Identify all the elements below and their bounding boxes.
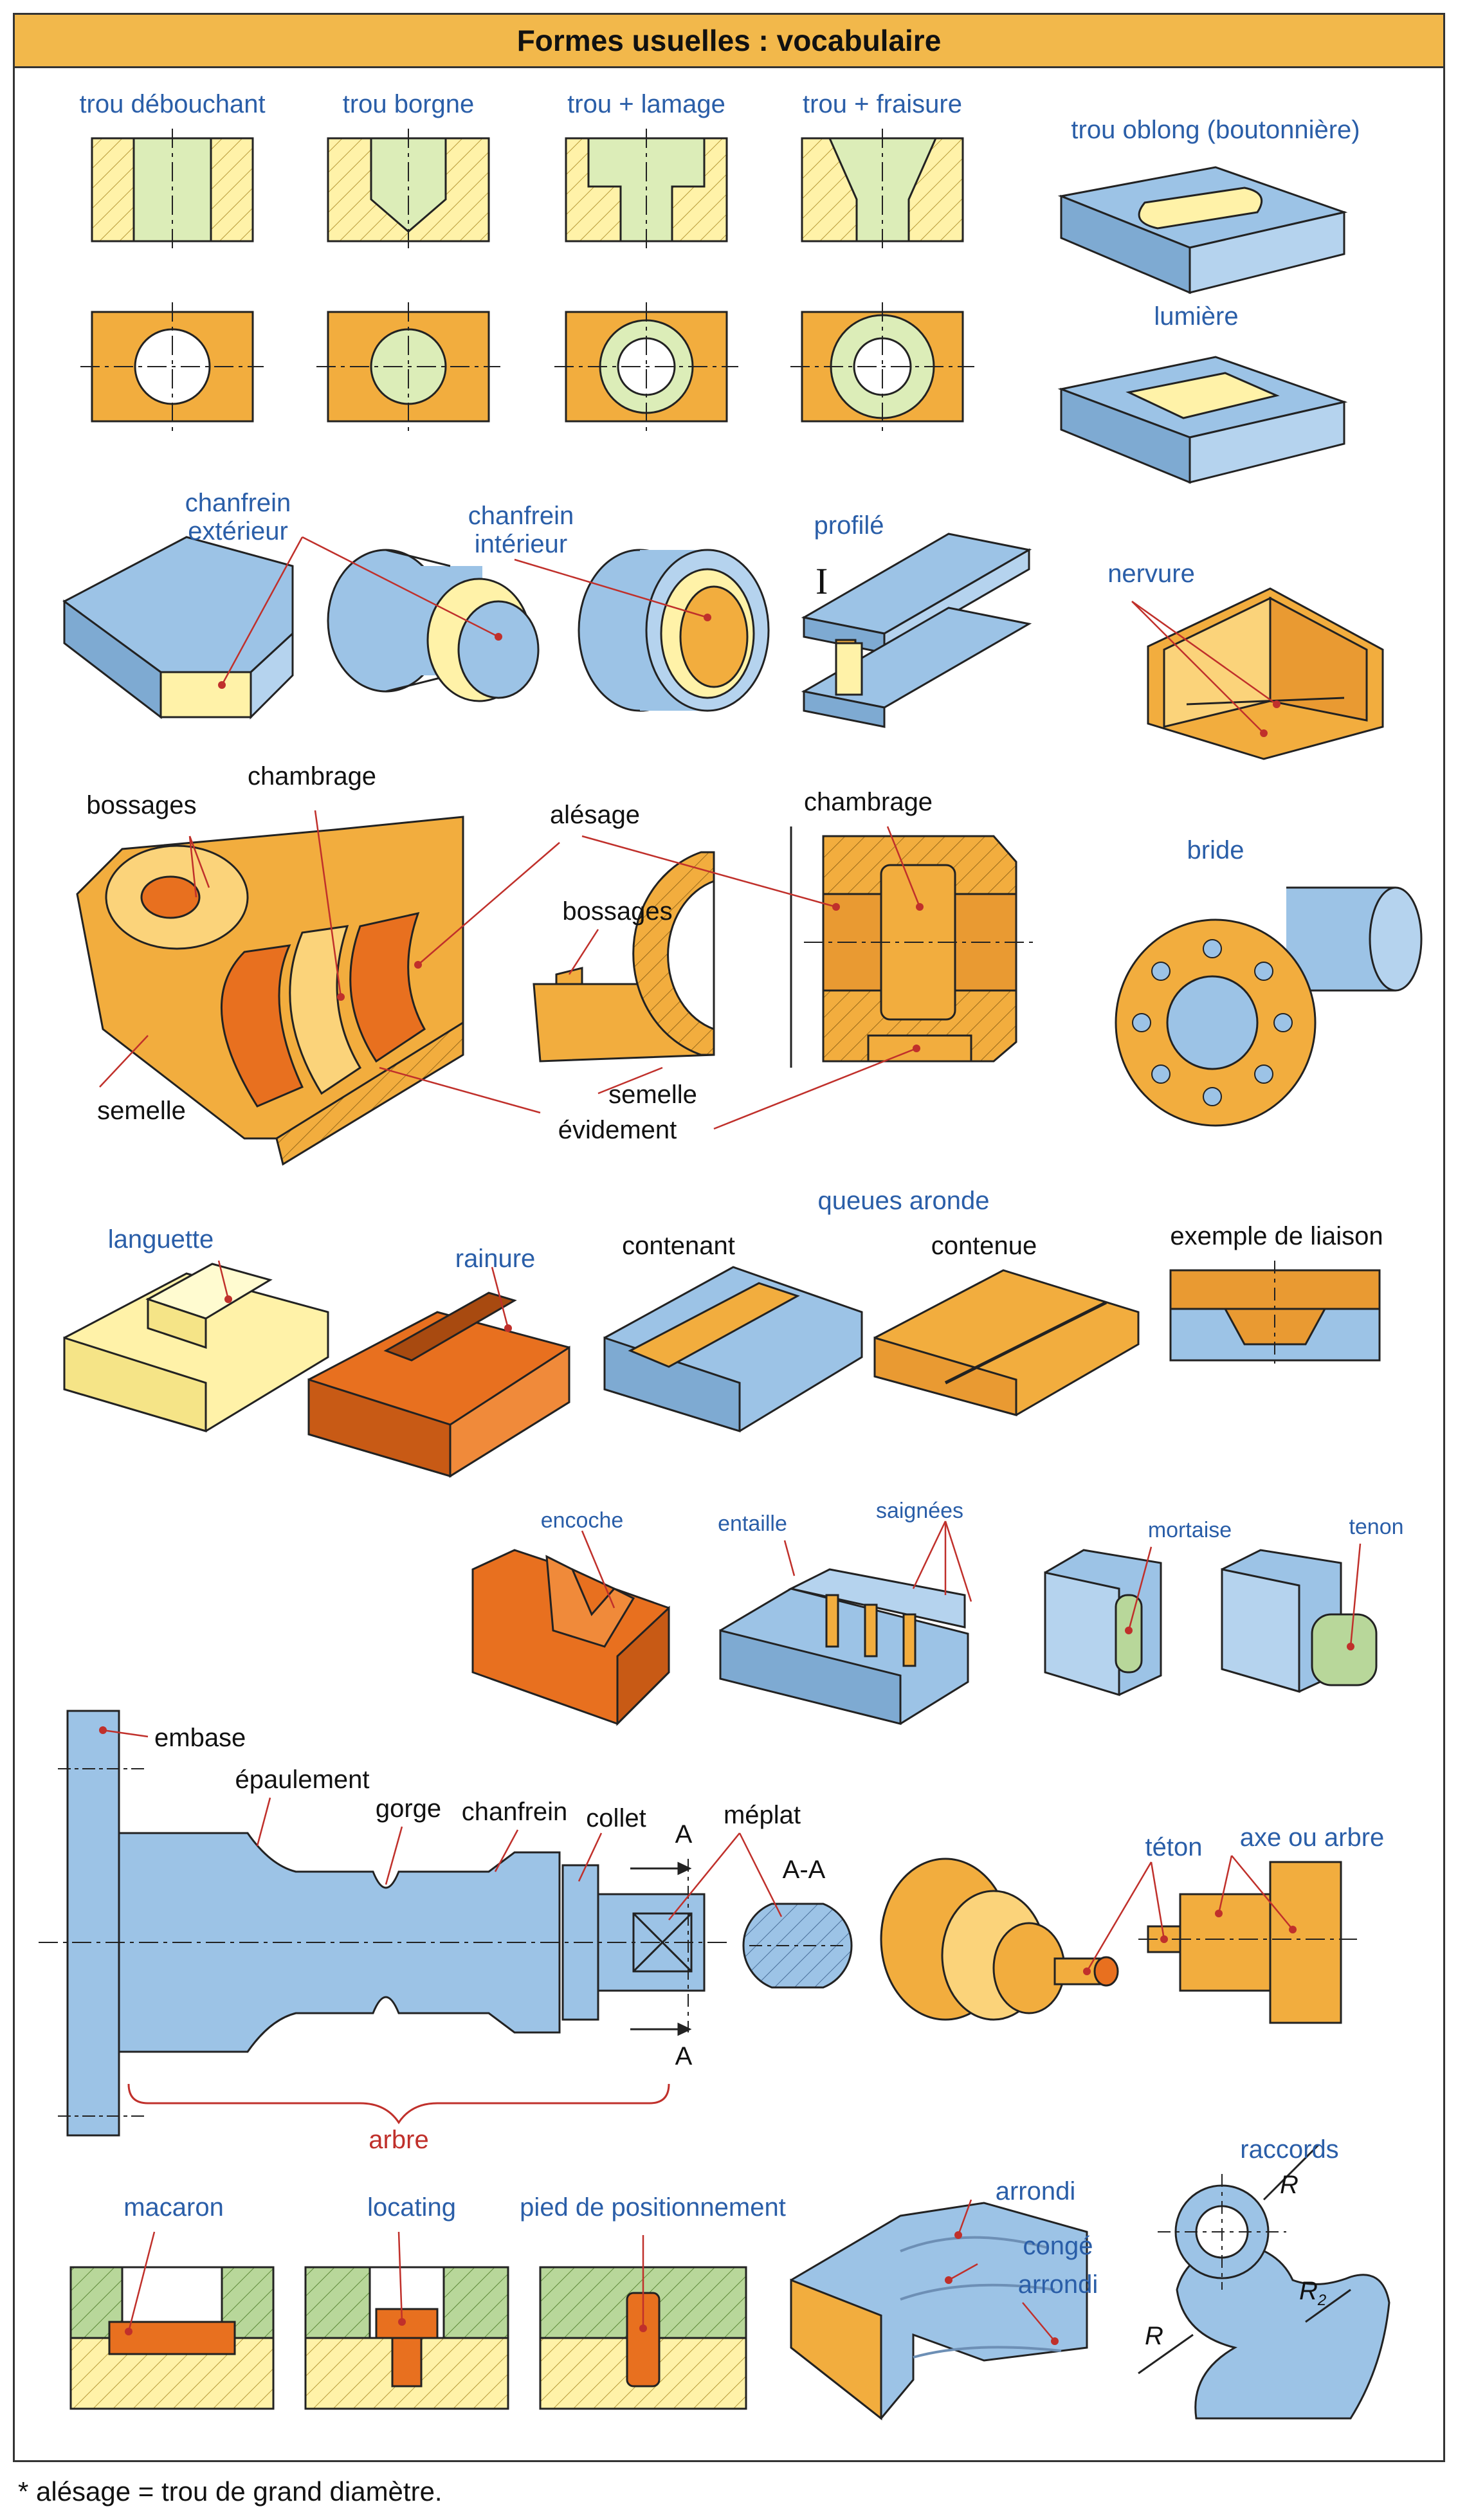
label-chanfrein: chanfrein	[461, 1798, 568, 1826]
label-profile: profilé	[814, 511, 884, 540]
label-semelle-1: semelle	[97, 1097, 186, 1125]
label-meplat: méplat	[723, 1801, 801, 1829]
label-semelle-2: semelle	[608, 1081, 697, 1109]
chanfrein-interieur-figure	[578, 549, 770, 712]
macaron-figure	[69, 2266, 275, 2410]
queue-aronde-contenant-figure	[603, 1266, 863, 1433]
label-bossages-1: bossages	[86, 791, 197, 819]
leader-lines	[99, 536, 1362, 2342]
label-nervure: nervure	[1107, 560, 1195, 588]
label-trou-fraisure: trou + fraisure	[803, 90, 962, 118]
label-saignees: saignées	[875, 1499, 964, 1523]
nervure-figure	[1147, 587, 1384, 760]
label-trou-oblong: trou oblong (boutonnière)	[1071, 116, 1360, 144]
label-raccords: raccords	[1240, 2135, 1339, 2164]
radius-3-subscript: 2	[1317, 2292, 1327, 2309]
label-queues-aronde: queues aronde	[817, 1187, 990, 1215]
label-bossages-2: bossages	[562, 897, 673, 926]
label-radius-3: R2	[1299, 2277, 1326, 2310]
trou-borgne-figure	[316, 129, 500, 431]
queue-aronde-contenue-figure	[873, 1269, 1140, 1416]
label-alesage: alésage	[549, 801, 641, 829]
label-chanfrein-interieur: chanfrein intérieur	[468, 502, 574, 558]
label-entaille: entaille	[718, 1511, 787, 1536]
label-gorge: gorge	[375, 1794, 442, 1823]
label-chanfrein-exterieur: chanfrein extérieur	[185, 489, 291, 545]
label-section-a-top: A	[675, 1820, 693, 1849]
encoche-figure	[471, 1549, 670, 1726]
label-teton: téton	[1145, 1833, 1203, 1861]
raccords-figure	[1158, 2174, 1390, 2420]
label-radius-2: R	[1145, 2322, 1163, 2350]
label-arrondi-1: arrondi	[995, 2177, 1076, 2205]
label-axe-arbre: axe ou arbre	[1239, 1823, 1385, 1852]
label-languette: languette	[107, 1225, 214, 1254]
label-tenon: tenon	[1349, 1515, 1404, 1539]
chanfrein-exterieur-shaft-figure	[327, 549, 540, 702]
trou-lamage-figure	[554, 129, 738, 431]
label-evidement: évidement	[558, 1116, 677, 1144]
trou-debouchant-figure	[80, 129, 264, 431]
semelle-evidement-section-figure	[533, 826, 1035, 1068]
trou-oblong-figure	[1057, 166, 1348, 295]
label-bride: bride	[1187, 836, 1244, 864]
title-banner: Formes usuelles : vocabulaire	[15, 15, 1443, 68]
label-encoche: encoche	[540, 1508, 624, 1533]
arrondi-conge-figure	[790, 2202, 1088, 2421]
label-mortaise: mortaise	[1147, 1518, 1232, 1542]
label-locating: locating	[367, 2193, 456, 2222]
bossages-chambrage-casting-figure	[76, 816, 464, 1166]
trou-fraisure-figure	[790, 129, 974, 431]
label-macaron: macaron	[123, 2193, 224, 2222]
locating-figure	[304, 2266, 509, 2410]
bride-figure	[1115, 886, 1423, 1127]
leader-dots	[99, 614, 1354, 2345]
meplat-section-figure	[742, 1903, 853, 1989]
label-exemple-liaison: exemple de liaison	[1170, 1222, 1383, 1250]
label-chambrage-2: chambrage	[803, 788, 933, 816]
label-section-aa: A-A	[782, 1856, 826, 1884]
entaille-saignees-figure	[719, 1568, 969, 1725]
label-epaulement: épaulement	[235, 1766, 370, 1794]
label-profile-letter: I	[816, 560, 828, 602]
label-contenue: contenue	[931, 1232, 1037, 1260]
profile-i-beam-figure	[801, 533, 1032, 728]
footnote: * alésage = trou de grand diamètre.	[18, 2476, 442, 2506]
arbre-shaft-figure	[39, 1710, 727, 2137]
label-trou-debouchant: trou débouchant	[79, 90, 266, 118]
label-lumiere: lumière	[1154, 302, 1239, 331]
exemple-liaison-figure	[1169, 1261, 1381, 1367]
label-trou-borgne: trou borgne	[342, 90, 475, 118]
label-contenant: contenant	[622, 1232, 735, 1260]
rainure-figure	[307, 1292, 570, 1478]
tenon-figure	[1221, 1549, 1378, 1693]
teton-figure	[880, 1858, 1357, 2024]
chanfrein-exterieur-figure	[62, 536, 294, 720]
label-trou-lamage: trou + lamage	[567, 90, 725, 118]
label-arbre: arbre	[369, 2126, 429, 2154]
page-title: Formes usuelles : vocabulaire	[516, 24, 942, 57]
label-conge: congé	[1023, 2232, 1093, 2260]
label-section-a-bottom: A	[675, 2042, 693, 2070]
label-pied-positionnement: pied de positionnement	[520, 2193, 786, 2222]
lumiere-figure	[1057, 356, 1348, 484]
label-rainure: rainure	[455, 1245, 536, 1273]
label-collet: collet	[586, 1804, 646, 1832]
mortaise-figure	[1044, 1549, 1162, 1697]
label-embase: embase	[154, 1724, 246, 1752]
raccords-arrows	[1138, 2144, 1351, 2375]
label-chambrage-1: chambrage	[247, 762, 377, 790]
languette-figure	[63, 1263, 329, 1433]
label-arrondi-2: arrondi	[1017, 2270, 1098, 2299]
label-radius-1: R	[1280, 2171, 1299, 2199]
radius-3-letter: R	[1299, 2277, 1318, 2305]
